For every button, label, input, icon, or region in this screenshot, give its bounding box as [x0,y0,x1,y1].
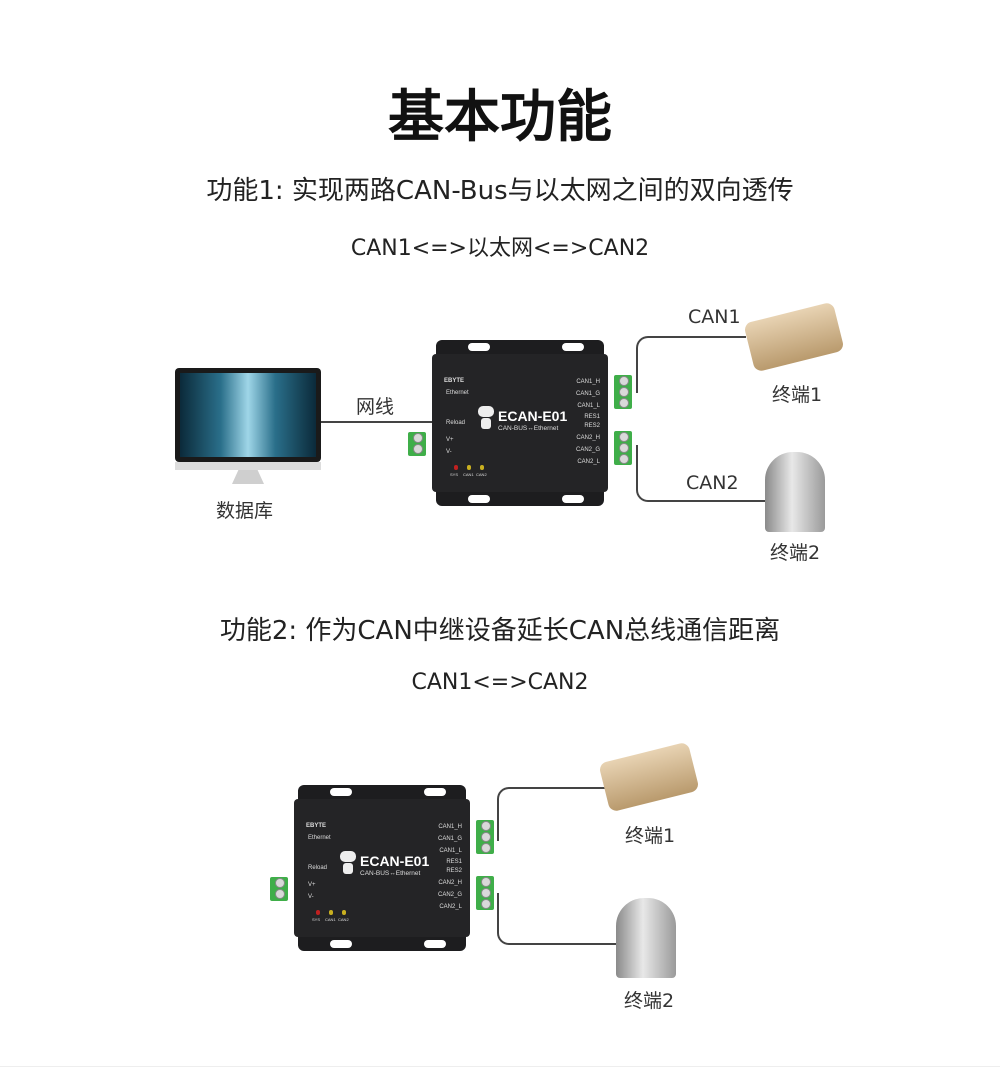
port-label: RES2 [446,868,462,874]
port-label: V- [308,894,314,900]
port-label: RES2 [584,423,600,429]
port-label: V+ [308,882,316,888]
port-label: CAN1_G [437,836,462,842]
device-body [432,354,608,492]
led-indicator [480,465,484,470]
device-model: ECAN-E01 [498,408,568,424]
can1-terminal-block[interactable] [614,375,632,409]
mount-slot [330,788,352,796]
can1-terminal-block[interactable] [476,820,494,854]
can1-label: CAN1 [688,306,741,328]
device-subtitle: CAN-BUS↔Ethernet [498,425,559,432]
brand-logo: EBYTE [444,378,465,384]
database-monitor [175,368,321,462]
feature1-flow: CAN1<=>以太网<=>CAN2 [350,236,650,261]
power-terminal-block[interactable] [270,877,288,901]
can2-terminal-block[interactable] [614,431,632,465]
led-indicator [316,910,320,915]
led-indicator [454,465,458,470]
feature2-heading: 功能2: 作为CAN中继设备延长CAN总线通信距离 [219,616,781,646]
brand-logo: EBYTE [306,823,327,829]
monitor-stand [232,470,264,484]
port-label: V- [446,449,452,455]
can2-terminal-block[interactable] [476,876,494,910]
terminal1-tilt-sensor [743,301,845,373]
can1-wire [497,787,607,841]
port-label: V+ [446,437,454,443]
mount-slot [562,343,584,351]
can2-wire [497,893,617,945]
port-label: CAN2_G [437,892,462,898]
device-body [294,799,470,937]
power-terminal-block[interactable] [408,432,426,456]
led-label: SYS [450,472,459,477]
cable-label: 网线 [356,396,395,418]
terminal2-vibration-sensor [616,898,676,978]
port-label: CAN1_H [438,824,462,830]
led-indicator [342,910,346,915]
terminal2-label: 终端2 [770,542,821,564]
port-label: CAN1_H [576,379,600,385]
port-label: CAN2_H [438,880,462,886]
mount-slot [468,343,490,351]
monitor-chin [175,462,321,470]
port-label: Reload [308,865,328,871]
port-label: Ethernet [446,390,469,396]
led-label: CAN2 [476,472,487,477]
port-label: CAN2_L [439,904,462,910]
led-label: CAN1 [463,472,474,477]
robot-logo-icon [478,406,494,430]
feature2-flow: CAN1<=>CAN2 [411,670,589,695]
terminal1-label: 终端1 [772,384,823,406]
port-label: CAN1_L [439,848,462,854]
led-indicator [329,910,333,915]
terminal2-label: 终端2 [624,990,675,1012]
port-label: Ethernet [308,835,331,841]
device-subtitle: CAN-BUS↔Ethernet [360,870,421,877]
can2-label: CAN2 [686,472,739,494]
port-label: CAN2_L [577,459,600,465]
mount-slot [424,788,446,796]
led-label: CAN2 [338,917,349,922]
database-label: 数据库 [216,500,274,522]
led-indicator [467,465,471,470]
divider [0,1066,1000,1067]
page-title: 基本功能 [388,85,612,150]
mount-slot [468,495,490,503]
can2-wire [636,445,766,502]
port-label: RES1 [584,414,600,420]
terminal2-vibration-sensor [765,452,825,532]
terminal1-label: 终端1 [625,825,676,847]
mount-slot [562,495,584,503]
led-label: SYS [312,917,321,922]
led-label: CAN1 [325,917,336,922]
device-model: ECAN-E01 [360,853,430,869]
port-label: CAN2_H [576,435,600,441]
port-label: RES1 [446,859,462,865]
feature1-heading: 功能1: 实现两路CAN-Bus与以太网之间的双向透传 [206,176,794,206]
robot-logo-icon [340,851,356,875]
port-label: CAN1_L [577,403,600,409]
network-cable [321,421,433,423]
mount-slot [424,940,446,948]
port-label: CAN1_G [575,391,600,397]
mount-slot [330,940,352,948]
terminal1-tilt-sensor [598,741,700,813]
port-label: Reload [446,420,466,426]
can1-wire [636,336,746,393]
port-label: CAN2_G [575,447,600,453]
